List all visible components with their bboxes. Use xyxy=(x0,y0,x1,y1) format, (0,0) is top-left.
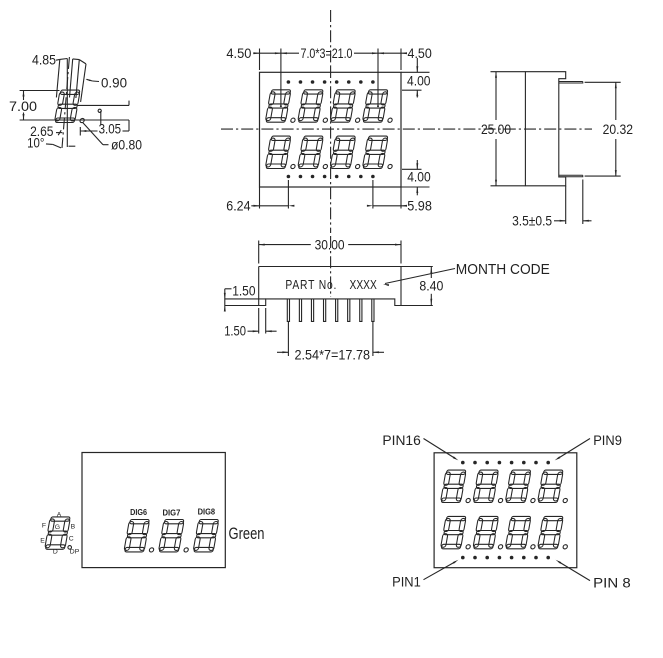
svg-text:DP: DP xyxy=(70,548,80,555)
svg-text:MONTH CODE: MONTH CODE xyxy=(456,261,550,278)
svg-text:10°: 10° xyxy=(27,134,44,150)
svg-text:ø0.80: ø0.80 xyxy=(111,136,142,152)
svg-text:F: F xyxy=(42,522,46,529)
svg-text:7.0*3=21.0: 7.0*3=21.0 xyxy=(301,45,353,61)
svg-text:PIN16: PIN16 xyxy=(382,432,421,448)
svg-text:5.98: 5.98 xyxy=(407,197,432,213)
svg-text:D: D xyxy=(53,548,58,555)
svg-text:PIN1: PIN1 xyxy=(392,573,421,589)
svg-text:30.00: 30.00 xyxy=(315,236,345,252)
svg-text:4.00: 4.00 xyxy=(407,72,431,88)
svg-text:C: C xyxy=(69,536,74,543)
svg-text:8.40: 8.40 xyxy=(419,278,443,294)
svg-text:XXXX: XXXX xyxy=(350,277,378,292)
svg-text:PIN9: PIN9 xyxy=(593,432,622,448)
svg-text:1.50: 1.50 xyxy=(232,283,255,298)
svg-text:E: E xyxy=(40,537,45,544)
svg-text:3.05: 3.05 xyxy=(99,121,122,137)
svg-text:2.65: 2.65 xyxy=(30,123,54,139)
svg-text:4.50: 4.50 xyxy=(226,45,251,61)
svg-text:0.90: 0.90 xyxy=(101,75,127,91)
svg-text:3.5±0.5: 3.5±0.5 xyxy=(512,212,552,228)
svg-text:4.50: 4.50 xyxy=(408,45,432,61)
svg-text:6.24: 6.24 xyxy=(226,197,250,213)
svg-text:25.00: 25.00 xyxy=(481,121,511,137)
svg-text:4.00: 4.00 xyxy=(407,169,431,185)
svg-text:4.85: 4.85 xyxy=(32,52,56,68)
svg-text:B: B xyxy=(71,524,76,531)
svg-text:Green: Green xyxy=(229,525,265,543)
svg-text:PIN 8: PIN 8 xyxy=(593,575,631,591)
svg-text:2.54*7=17.78: 2.54*7=17.78 xyxy=(295,348,371,363)
svg-text:7.00: 7.00 xyxy=(9,98,37,114)
svg-text:20.32: 20.32 xyxy=(603,121,634,137)
svg-text:A: A xyxy=(57,512,62,519)
svg-text:PART No.: PART No. xyxy=(285,277,337,292)
svg-text:DIG6: DIG6 xyxy=(130,507,147,517)
svg-text:1.50: 1.50 xyxy=(224,323,246,338)
svg-text:DIG7: DIG7 xyxy=(163,508,181,518)
svg-text:G: G xyxy=(55,524,60,531)
svg-text:DIG8: DIG8 xyxy=(198,506,216,516)
